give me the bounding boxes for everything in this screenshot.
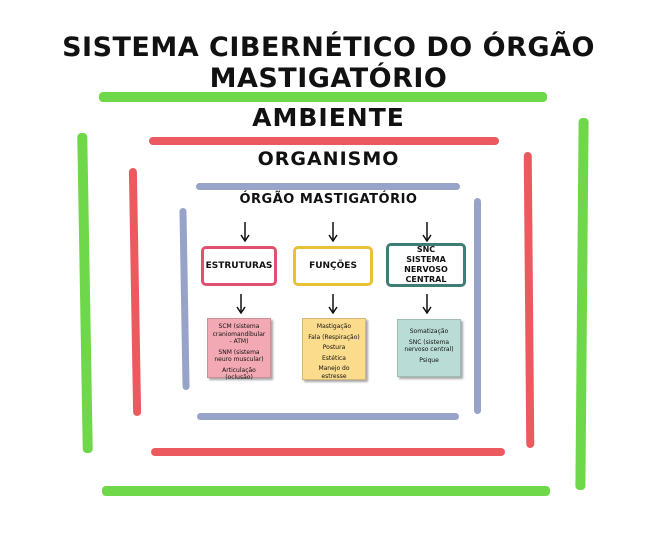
note-item: Estética	[322, 354, 346, 362]
note-item: Postura	[322, 344, 346, 351]
organismo-frame-bottom	[151, 448, 505, 456]
diagram-title: SISTEMA CIBERNÉTICO DO ÓRGÃO MASTIGATÓRI…	[62, 32, 595, 94]
estruturas-note: SCM (sistema craniomandibular - ATM) SNM…	[207, 318, 271, 381]
ambiente-label: AMBIENTE	[252, 103, 405, 132]
funcoes-box: FUNÇÕES	[293, 246, 373, 286]
snc-note: Somatização SNC (sistema nervoso central…	[397, 319, 461, 377]
arrow-down-icon	[240, 222, 250, 242]
orgao-frame-bottom	[197, 413, 459, 420]
orgao-frame-right	[474, 198, 481, 414]
orgao-frame-top	[196, 183, 460, 190]
ambiente-frame-right	[575, 117, 589, 491]
ambiente-frame-left	[77, 132, 93, 454]
funcoes-label: FUNÇÕES	[309, 260, 357, 271]
arrow-down-icon	[422, 294, 432, 314]
note-item: Psique	[419, 356, 439, 364]
estruturas-label: ESTRUTURAS	[205, 260, 273, 271]
orgao-frame-left	[179, 207, 190, 391]
estruturas-box: ESTRUTURAS	[201, 246, 277, 286]
ambiente-frame-top	[99, 92, 547, 102]
note-item: Articulação (oclusão)	[222, 366, 256, 382]
arrow-down-icon	[328, 294, 338, 314]
note-item: Manejo do estresse	[318, 365, 350, 380]
note-item: SNC (sistema nervoso central)	[404, 338, 454, 354]
ambiente-frame-bottom	[102, 486, 550, 496]
organismo-label: ORGANISMO	[257, 148, 400, 170]
note-item: SNM (sistema neuro muscular)	[214, 348, 264, 364]
note-item: SCM (sistema craniomandibular - ATM)	[212, 323, 266, 345]
orgao-label: ÓRGÃO MASTIGATÓRIO	[239, 192, 418, 207]
note-item: Somatização	[409, 328, 449, 335]
arrow-down-icon	[328, 222, 338, 242]
arrow-down-icon	[422, 222, 432, 242]
note-item: Fala (Respiração)	[308, 333, 360, 341]
arrow-down-icon	[236, 294, 246, 314]
snc-label: SNC SISTEMA NERVOSO CENTRAL	[404, 245, 448, 284]
note-item: Mastigação	[316, 323, 352, 330]
organismo-frame-top	[149, 137, 499, 145]
snc-box: SNC SISTEMA NERVOSO CENTRAL	[386, 243, 466, 287]
funcoes-note: Mastigação Fala (Respiração) Postura Est…	[302, 318, 366, 380]
